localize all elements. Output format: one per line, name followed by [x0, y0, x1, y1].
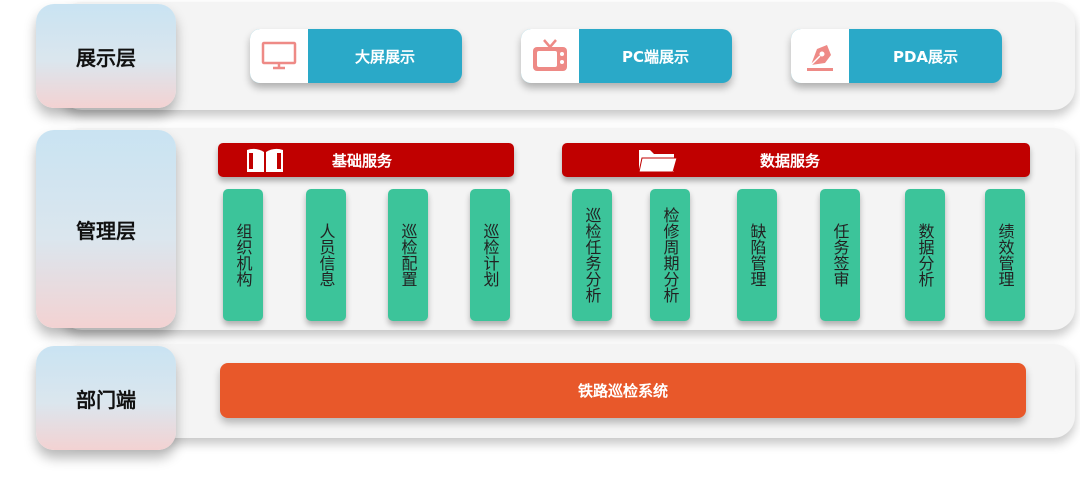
tv-icon	[521, 29, 579, 83]
display-item-label: PC端展示	[621, 47, 689, 66]
display-item-pc[interactable]: PC端展示	[521, 29, 732, 83]
data-services-title: 数据服务	[760, 151, 821, 170]
management-layer-label: 管理层	[36, 130, 176, 328]
department-layer-label: 部门端	[36, 346, 176, 450]
data-service-item[interactable]: 缺陷管理	[737, 189, 777, 321]
data-service-item[interactable]: 绩效管理	[985, 189, 1025, 321]
monitor-icon	[250, 29, 308, 83]
data-services-header: 数据服务	[562, 143, 1030, 177]
display-item-label: 大屏展示	[354, 47, 415, 66]
display-item-pda[interactable]: PDA展示	[791, 29, 1002, 83]
display-layer-label: 展示层	[36, 4, 176, 108]
basic-service-item[interactable]: 巡检计划	[470, 189, 510, 321]
display-item-big-screen[interactable]: 大屏展示	[250, 29, 462, 83]
data-service-item[interactable]: 任务签审	[820, 189, 860, 321]
basic-service-item[interactable]: 人员信息	[306, 189, 346, 321]
display-item-label: PDA展示	[892, 47, 959, 66]
railway-inspection-system[interactable]: 铁路巡检系统	[220, 363, 1026, 418]
basic-services-title: 基础服务	[332, 151, 393, 170]
data-service-item[interactable]: 数据分析	[905, 189, 945, 321]
basic-service-item[interactable]: 巡检配置	[388, 189, 428, 321]
basic-service-item[interactable]: 组织机构	[223, 189, 263, 321]
folder-icon	[636, 146, 680, 178]
pen-icon	[791, 29, 849, 83]
data-service-item[interactable]: 检修周期分析	[650, 189, 690, 321]
data-service-item[interactable]: 巡检任务分析	[572, 189, 612, 321]
basic-services-header: 基础服务	[218, 143, 514, 177]
book-icon	[244, 146, 286, 178]
